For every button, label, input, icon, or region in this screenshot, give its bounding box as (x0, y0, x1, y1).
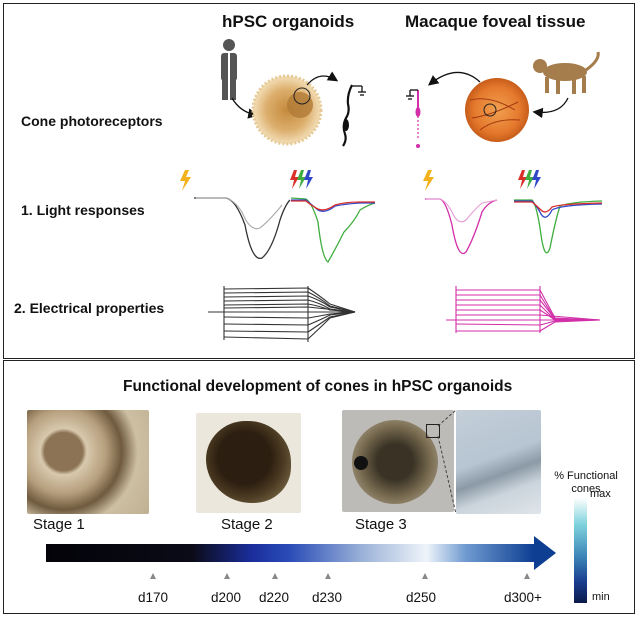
flash-icon-organoid-single (180, 170, 191, 191)
header-macaque-foveal-tissue: Macaque foveal tissue (405, 12, 586, 31)
row-label-light-responses: 1. Light responses (21, 202, 145, 218)
tick-d200 (224, 573, 230, 579)
tick-d250 (422, 573, 428, 579)
label-stage-1: Stage 1 (33, 516, 85, 533)
tick-d220 (272, 573, 278, 579)
organoid-icon (251, 74, 323, 146)
light-response-macaque-magenta (425, 198, 498, 254)
cone-cell-icon-organoid (342, 84, 366, 147)
top-illustrations (180, 39, 603, 342)
label-stage-2: Stage 2 (221, 516, 273, 533)
timeline-arrow-head (534, 536, 556, 570)
arrow-organoid-to-cone (306, 71, 339, 86)
legend-min-label: min (592, 591, 610, 603)
organoid-dark-body (206, 421, 291, 503)
tick-d300 (524, 573, 530, 579)
day-label-d200: d200 (211, 590, 242, 605)
day-label-d250: d250 (406, 590, 437, 605)
micrograph-stage-3 (342, 410, 454, 512)
light-response-organoid-rgb (290, 197, 376, 263)
micrograph-stage-2 (196, 413, 301, 513)
row-label-electrical-properties: 2. Electrical properties (14, 300, 165, 316)
flash-icon-macaque-single (423, 170, 434, 191)
development-title: Functional development of cones in hPSC … (123, 378, 513, 395)
electrical-trace-macaque (446, 286, 601, 333)
human-figure-icon (221, 39, 237, 100)
arrow-macaque-to-retina (532, 97, 569, 119)
legend-max-label: max (590, 488, 611, 500)
zoom-box (426, 424, 440, 438)
tick-d170 (150, 573, 156, 579)
macaque-monkey-icon (533, 51, 600, 94)
flash-icon-organoid-rgb (290, 170, 313, 189)
legend-title: % Functional cones (554, 470, 618, 495)
legend-color-scale (574, 498, 587, 603)
pigment-spot (354, 456, 368, 470)
day-label-d300: d300+ (504, 590, 542, 605)
label-stage-3: Stage 3 (355, 516, 407, 533)
timeline-arrow-bar (46, 544, 534, 562)
micrograph-stage-3-zoom (456, 410, 541, 514)
arrow-retina-to-cone (427, 71, 481, 86)
retina-eye-icon (465, 78, 529, 142)
header-hpsc-organoids: hPSC organoids (222, 12, 355, 31)
cone-cell-icon-macaque (406, 89, 421, 148)
light-response-organoid-grey (194, 197, 291, 260)
flash-icon-macaque-rgb (518, 170, 541, 189)
day-label-d170: d170 (138, 590, 169, 605)
day-label-d230: d230 (312, 590, 343, 605)
light-response-macaque-rgb (514, 199, 603, 254)
row-label-cone-photoreceptors: Cone photoreceptors (21, 113, 163, 129)
tick-d230 (325, 573, 331, 579)
electrical-trace-organoid (208, 286, 356, 342)
micrograph-stage-1 (27, 410, 149, 514)
day-label-d220: d220 (259, 590, 290, 605)
